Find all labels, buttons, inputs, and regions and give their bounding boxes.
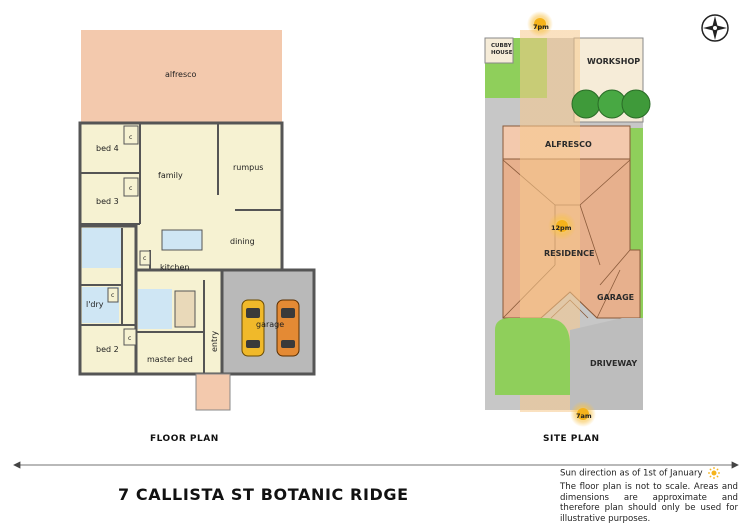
sun-direction-note: Sun direction as of 1st of January xyxy=(560,467,721,479)
bathroom xyxy=(82,228,122,268)
cupboard-mark-bed2: c xyxy=(128,335,131,342)
site-label-alfresco: ALFRESCO xyxy=(545,140,592,149)
room-label-master-bed: master bed xyxy=(147,355,193,364)
floor-plan-caption: FLOOR PLAN xyxy=(150,434,219,444)
cubby-house xyxy=(484,37,514,64)
room-label-rumpus: rumpus xyxy=(233,163,263,172)
room-label-alfresco: alfresco xyxy=(165,70,197,79)
room-label-family: family xyxy=(158,171,183,180)
sun-icon xyxy=(708,467,721,479)
front-lawn xyxy=(495,318,570,395)
porch xyxy=(195,373,231,411)
room-label-laundry: l'dry xyxy=(86,300,104,309)
sun-evening: 7pm xyxy=(527,11,553,37)
room-label-bed4: bed 4 xyxy=(96,144,119,153)
site-plan-caption: SITE PLAN xyxy=(543,434,600,444)
room-label-entry: entry xyxy=(210,331,219,352)
cupboard-markers: c c c c c xyxy=(107,125,151,346)
room-label-garage: garage xyxy=(256,320,284,329)
floor-plan: alfresco bed 4 bed 3 family rumpus dinin… xyxy=(78,30,316,444)
sun-morning: 7am xyxy=(570,401,596,427)
room-label-bed3: bed 3 xyxy=(96,197,119,206)
site-label-cubby-line2: HOUSE xyxy=(491,50,513,56)
site-label-driveway: DRIVEWAY xyxy=(590,359,637,368)
compass-icon xyxy=(701,14,729,42)
divider-line xyxy=(13,461,739,469)
sun-label-morning: 7am xyxy=(576,412,592,420)
driveway-path xyxy=(570,318,643,410)
cupboard-mark-laundry: c xyxy=(111,292,114,299)
room-label-kitchen: kitchen xyxy=(160,263,189,272)
site-label-workshop: WORKSHOP xyxy=(587,57,640,66)
sun-noon: 12pm xyxy=(548,212,576,240)
ensuite xyxy=(138,289,172,329)
sun-label-noon: 12pm xyxy=(551,224,572,232)
tree-group xyxy=(571,89,651,119)
room-label-dining: dining xyxy=(230,237,255,246)
site-label-residence: RESIDENCE xyxy=(544,249,595,258)
site-label-cubby-line1: CUBBY xyxy=(491,43,513,49)
walk-in-robe xyxy=(174,290,196,328)
room-label-bed2: bed 2 xyxy=(96,345,119,354)
kitchen-island xyxy=(161,229,203,251)
disclaimer-text: The floor plan is not to scale. Areas an… xyxy=(560,482,738,524)
cupboard-mark-kitchen: c xyxy=(143,255,146,262)
alfresco-area xyxy=(81,30,282,123)
cupboard-mark-bed4: c xyxy=(129,134,132,141)
sun-label-evening: 7pm xyxy=(533,23,549,31)
property-address: 7 CALLISTA ST BOTANIC RIDGE xyxy=(118,485,409,504)
sun-direction-text: Sun direction as of 1st of January xyxy=(560,468,703,479)
site-plan: CUBBY HOUSE WORKSHOP ALFRESCO RESIDENCE … xyxy=(484,11,729,444)
car-orange xyxy=(276,299,300,357)
cupboard-mark-bed3: c xyxy=(129,185,132,192)
car-yellow xyxy=(241,299,265,357)
site-label-garage: GARAGE xyxy=(597,293,634,302)
